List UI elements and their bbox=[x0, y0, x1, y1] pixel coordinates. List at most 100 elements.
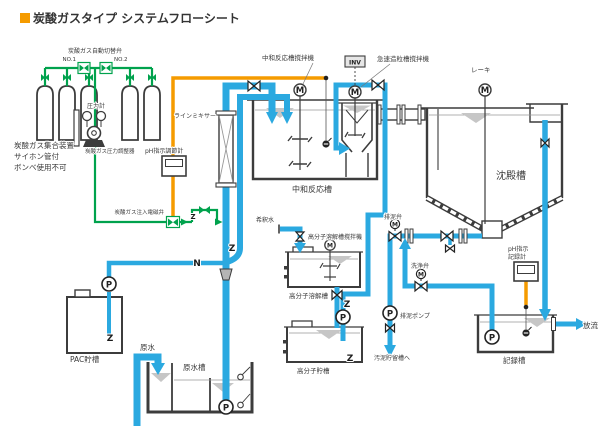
neut-mixer-motor: M bbox=[296, 86, 304, 96]
label-pac-tank: PAC貯槽 bbox=[70, 354, 100, 364]
label-dilution: 希釈水 bbox=[256, 216, 274, 224]
pac-pump: P bbox=[106, 280, 112, 290]
flow-arrows bbox=[151, 112, 587, 375]
label-pressure-gauge: 圧力計 bbox=[87, 102, 105, 110]
title-bullet bbox=[20, 13, 30, 23]
label-ph-controller: pH指示調節計 bbox=[145, 147, 183, 155]
label-line-mixer: ラインミキサー bbox=[174, 113, 216, 120]
label-to-sludge: 汚泥貯留槽へ bbox=[374, 354, 410, 362]
break-polymer-suction: Z bbox=[347, 354, 354, 364]
polymer-pump: P bbox=[340, 313, 346, 323]
polymer-storage-tank bbox=[283, 320, 364, 363]
break-pac-suction: Z bbox=[107, 334, 114, 344]
label-discharge: 放流 bbox=[583, 320, 598, 330]
label-co2-solenoid: 炭酸ガス注入電磁弁 bbox=[114, 208, 164, 216]
arrow-polymer-in bbox=[339, 142, 350, 155]
line-mixer bbox=[215, 110, 237, 188]
arrow-treated bbox=[539, 309, 551, 321]
label-wash-valve: 洗浄弁 bbox=[411, 262, 429, 270]
label-co2-auto-valve: 炭酸ガス自動切替弁 bbox=[68, 47, 122, 55]
polymer-loop-valve bbox=[371, 78, 385, 92]
raw-water-pump: P bbox=[223, 403, 229, 413]
arrow-sludge-out bbox=[384, 345, 396, 357]
label-no2: NO.2 bbox=[114, 57, 127, 63]
label-poly-mixer: 高分子溶解槽撹拌機 bbox=[308, 233, 362, 241]
bypass-feed-pipe bbox=[226, 94, 290, 265]
arrow-dilution bbox=[294, 243, 306, 253]
dilution-valve bbox=[294, 231, 306, 242]
label-co2-regulator: 炭酸ガス圧力調整器 bbox=[85, 147, 135, 155]
changeover-valve-no2 bbox=[99, 61, 113, 75]
flanges bbox=[404, 228, 556, 331]
pac-tank bbox=[66, 289, 123, 354]
label-manifold-1: 炭酸ガス集合装置 bbox=[14, 140, 74, 150]
sedimentation-tank bbox=[421, 103, 568, 239]
break-main-riser: Z bbox=[229, 244, 236, 254]
wash-valve-motor: M bbox=[418, 271, 424, 278]
ph-recorder-box bbox=[513, 261, 539, 282]
wash-pipe bbox=[402, 247, 495, 335]
drain-pump-valve bbox=[384, 322, 396, 334]
label-ph-recorder-2: 記録計 bbox=[508, 253, 526, 261]
arrow-co2-1 bbox=[181, 218, 188, 226]
equipment: M M M M INV bbox=[41, 55, 556, 415]
page-title: 炭酸ガスタイプ システムフローシート bbox=[33, 11, 240, 26]
arrow-co2-2 bbox=[215, 218, 223, 226]
cylinder-valves bbox=[41, 74, 156, 81]
water-piping bbox=[106, 82, 577, 426]
drain-motor-valve: M bbox=[388, 218, 402, 243]
feed-valve bbox=[247, 79, 261, 93]
label-drain-valve: 排泥弁 bbox=[384, 213, 402, 221]
label-record-tank: 記録槽 bbox=[503, 355, 526, 365]
label-manifold-3: ボンベ使用不可 bbox=[14, 162, 67, 172]
drain-valve-motor: M bbox=[392, 221, 398, 228]
ph-electrodes bbox=[322, 137, 532, 337]
reducer-fitting bbox=[219, 268, 233, 281]
polymer-mixer: M bbox=[319, 239, 341, 281]
pumps: P P P P P bbox=[101, 276, 500, 415]
treated-line-valve bbox=[540, 137, 550, 149]
granulation-mixer: M INV bbox=[344, 55, 391, 139]
label-rake: レーキ bbox=[471, 66, 491, 74]
label-poly-dissolve-tank: 高分子溶解槽 bbox=[289, 291, 329, 300]
rake-drive: M bbox=[478, 83, 492, 224]
rake-motor: M bbox=[481, 86, 489, 96]
pipe-breaks: Z N Z Z Z Z bbox=[106, 212, 355, 365]
tanks bbox=[36, 85, 568, 414]
wash-motor-valve: M bbox=[414, 268, 428, 293]
break-co2-line: Z bbox=[190, 213, 195, 221]
arrow-discharge bbox=[576, 318, 587, 330]
neut-mixer: M bbox=[287, 62, 314, 170]
changeover-valve-no1 bbox=[77, 61, 91, 75]
gas-cylinders bbox=[36, 85, 161, 141]
label-poly-storage-tank: 高分子貯槽 bbox=[297, 366, 330, 375]
label-raw-water-tank: 原水槽 bbox=[183, 362, 206, 372]
granulation-mixer-motor: M bbox=[351, 88, 359, 98]
label-neut-tank: 中和反応槽 bbox=[292, 184, 332, 194]
polymer-loop-pipe bbox=[333, 82, 388, 315]
co2-feed-pipe bbox=[93, 68, 168, 224]
pac-dosing-pipe bbox=[106, 260, 223, 277]
co2-regulator-assembly bbox=[73, 109, 107, 147]
ph-controller-box bbox=[161, 155, 187, 177]
drain-sample-valve bbox=[444, 243, 456, 254]
label-no1: NO.1 bbox=[63, 57, 76, 63]
sludge-drain-pump: P bbox=[387, 309, 393, 319]
break-polymer-riser: Z bbox=[344, 300, 351, 310]
arrow-wash-up bbox=[399, 238, 411, 249]
manual-valves bbox=[247, 78, 550, 334]
polymer-dissolve-tank bbox=[284, 246, 363, 288]
co2-solenoid-valve bbox=[165, 215, 181, 229]
label-neut-mixer: 中和反応槽撹拌機 bbox=[262, 53, 315, 62]
label-manifold-2: サイホン管付 bbox=[14, 151, 59, 161]
arrow-feed-1 bbox=[266, 112, 278, 124]
label-raw-water: 原水 bbox=[140, 342, 155, 352]
drain-line-valve bbox=[440, 229, 454, 243]
raw-water-inlet-pipe bbox=[133, 353, 162, 426]
label-ph-recorder-1: pH指示 bbox=[508, 245, 528, 253]
dissolve-drain-valve bbox=[331, 289, 343, 301]
arrow-feed-2 bbox=[281, 112, 293, 124]
neutralization-tank bbox=[247, 99, 383, 181]
